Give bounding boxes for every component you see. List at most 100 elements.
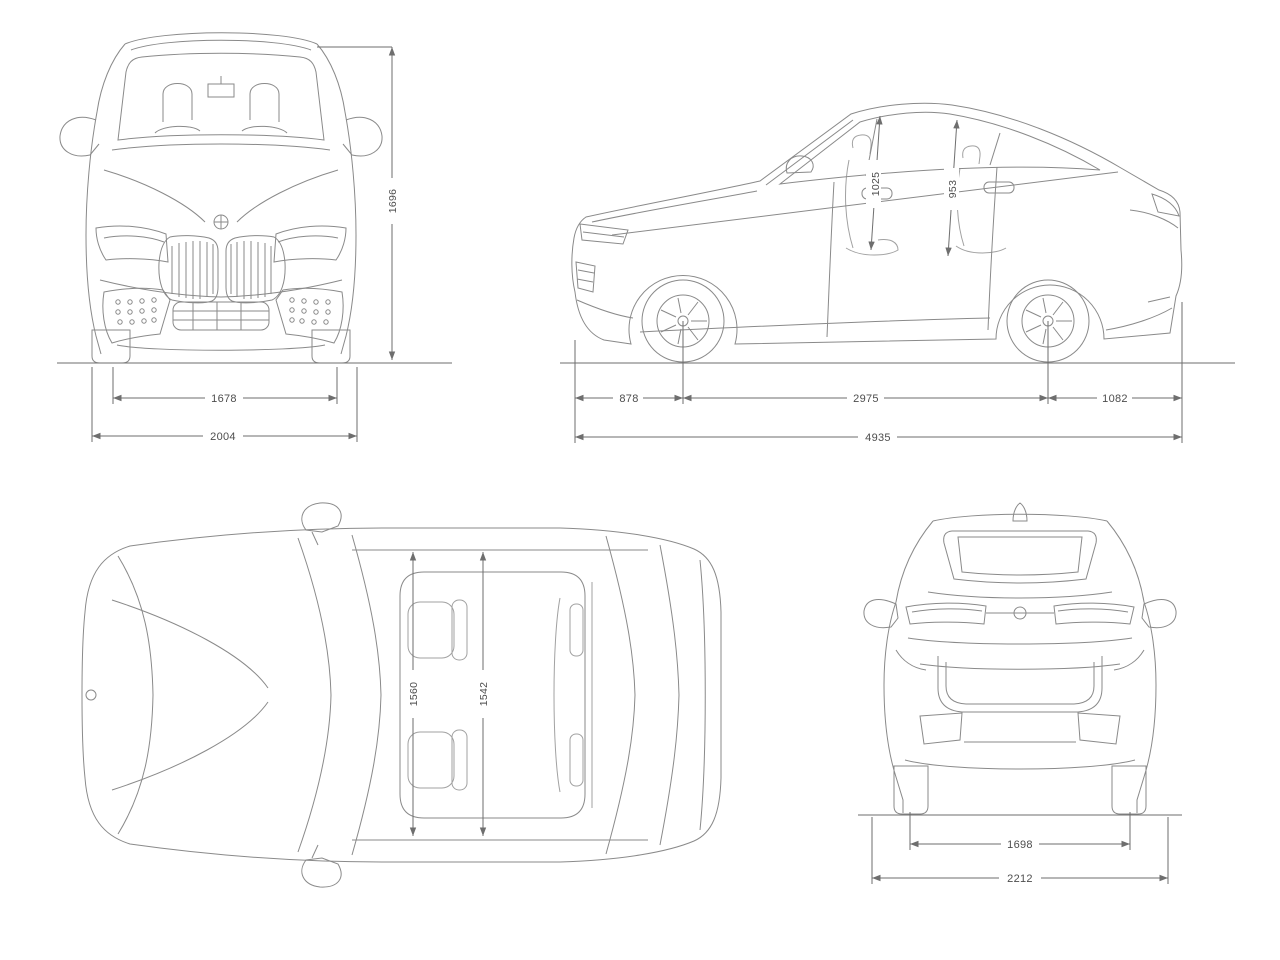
dim-label-mask bbox=[866, 160, 881, 208]
hood-inner-line bbox=[591, 190, 758, 223]
top-outline bbox=[81, 527, 722, 863]
intake-mesh-right bbox=[289, 297, 331, 325]
rear-wheel-right bbox=[1111, 765, 1147, 815]
dim-rear-shoulder-width: 1542 bbox=[478, 682, 490, 707]
dim-label-mask bbox=[999, 871, 1041, 884]
dim-width-with-mirrors: 2212 bbox=[1007, 873, 1033, 885]
rear-dim-labels: 1698 2212 bbox=[1007, 839, 1033, 885]
body-side-right bbox=[316, 43, 357, 355]
dim-label-mask bbox=[613, 392, 643, 404]
seats-top-view bbox=[407, 582, 593, 808]
front-seat-cushion bbox=[407, 601, 455, 659]
taillight-side bbox=[1129, 193, 1180, 229]
dim-rear-overhang: 1082 bbox=[1102, 393, 1128, 405]
c-pillar-line bbox=[989, 132, 1001, 166]
taillight-right bbox=[1053, 602, 1135, 625]
dim-front-overhang: 878 bbox=[619, 393, 638, 405]
intake-mesh-left bbox=[115, 297, 157, 325]
lower-grille bbox=[172, 301, 270, 331]
dim-label-mask bbox=[205, 391, 243, 404]
bumper-corner-right bbox=[1113, 649, 1145, 671]
side-silhouette bbox=[571, 102, 1183, 345]
rear-window-top bbox=[605, 535, 636, 855]
side-mirror bbox=[785, 155, 814, 174]
dim-label-mask bbox=[1097, 392, 1132, 404]
top-dim-labels: 1560 1542 bbox=[408, 682, 490, 707]
front-view: 1696 1678 2004 bbox=[57, 32, 452, 443]
rear-window-base bbox=[659, 544, 680, 846]
top-view-dimensions: 1560 1542 bbox=[406, 552, 490, 836]
dim-label-mask bbox=[1001, 837, 1039, 850]
mirror-left bbox=[59, 116, 100, 157]
hood-crease-upper bbox=[111, 599, 269, 689]
lower-grille-slats bbox=[173, 302, 269, 330]
seat-shoulder-left bbox=[154, 125, 201, 134]
front-seat-back bbox=[451, 729, 468, 791]
grille-bars-left bbox=[171, 241, 214, 299]
front-bumper-seam bbox=[117, 555, 154, 835]
bumper-bottom-line bbox=[904, 759, 1136, 770]
rear-dim-label-masks bbox=[999, 837, 1041, 884]
diffuser-outer bbox=[937, 656, 1103, 713]
hood-roundel-icon bbox=[85, 689, 97, 701]
front-bumper-line bbox=[576, 299, 634, 319]
windshield-inner-line bbox=[765, 119, 854, 186]
side-dim-label-masks bbox=[613, 160, 1132, 443]
mirror-right bbox=[342, 116, 383, 157]
air-intake-left bbox=[102, 287, 171, 344]
dim-overall-length: 4935 bbox=[865, 432, 891, 444]
tailgate-line bbox=[907, 637, 1133, 645]
roof-outline bbox=[124, 32, 318, 45]
dim-label-mask bbox=[858, 430, 897, 443]
diffuser-inner bbox=[945, 662, 1095, 705]
door-handle-rear bbox=[983, 181, 1015, 194]
bumper-corner-left bbox=[895, 649, 927, 671]
dim-overall-width: 2004 bbox=[210, 431, 236, 443]
side-dim-labels: 1025 953 878 2975 1082 4935 bbox=[619, 172, 1127, 444]
spoiler-lip bbox=[927, 591, 1113, 599]
width-extension-lines bbox=[91, 367, 358, 442]
rear-bench-edge bbox=[553, 597, 561, 793]
c-pillar-left bbox=[895, 520, 934, 603]
dim-label-mask bbox=[385, 178, 399, 224]
beltline bbox=[611, 171, 1119, 236]
rear-mirror-left bbox=[863, 599, 899, 629]
side-view: 1025 953 878 2975 1082 4935 bbox=[560, 102, 1235, 444]
kidney-grille-right bbox=[225, 235, 286, 304]
windshield-top bbox=[351, 534, 382, 856]
sunroof bbox=[399, 571, 586, 819]
front-view-dimensions: 1696 1678 2004 bbox=[57, 46, 452, 443]
wheel-spokes bbox=[660, 297, 707, 345]
rear-bumper-line bbox=[1105, 296, 1173, 331]
antenna-fin bbox=[1012, 502, 1028, 522]
cowl-line bbox=[111, 143, 331, 151]
top-view-car-lines bbox=[81, 502, 722, 888]
dim-label-mask bbox=[203, 429, 243, 442]
rear-seat-profile bbox=[955, 145, 1007, 254]
mirror-width-extension-lines bbox=[871, 817, 1169, 884]
dim-front-interior-height: 1025 bbox=[870, 172, 882, 197]
rear-view: 1698 2212 bbox=[858, 502, 1182, 885]
c-pillar-right bbox=[1106, 520, 1145, 603]
rear-headrest bbox=[569, 603, 584, 657]
headrest-left bbox=[162, 83, 193, 122]
grille-bars-right bbox=[230, 241, 272, 299]
headlight-side bbox=[579, 223, 629, 245]
front-view-car-lines bbox=[59, 32, 383, 364]
top-dim-label-masks bbox=[406, 670, 490, 718]
rearview-mirror bbox=[207, 76, 235, 98]
front-intake-side bbox=[575, 261, 596, 293]
dim-wheelbase: 2975 bbox=[853, 393, 879, 405]
dim-rear-interior-height: 953 bbox=[947, 180, 959, 198]
bumper-lower-line bbox=[116, 344, 326, 351]
rear-wheel-left bbox=[893, 765, 929, 815]
roof-inner-line bbox=[130, 39, 312, 51]
rear-window-inner bbox=[957, 536, 1083, 576]
front-seat-cushion bbox=[407, 731, 455, 789]
exhaust-left bbox=[919, 712, 963, 745]
rear-window bbox=[943, 530, 1097, 584]
dim-front-shoulder-width: 1560 bbox=[408, 682, 420, 707]
seat-shoulder-right bbox=[241, 125, 288, 134]
